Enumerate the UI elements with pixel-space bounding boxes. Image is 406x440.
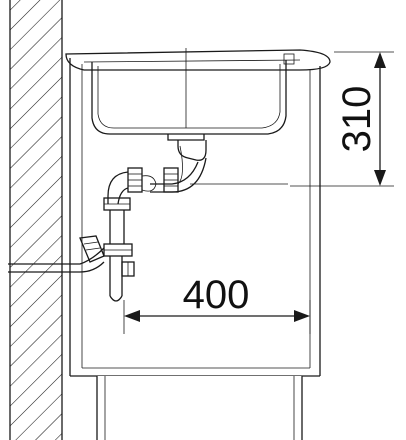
plinth [96,376,303,440]
drain-pipe [103,197,135,302]
siphon-trap [107,157,288,205]
width-label: 400 [183,273,250,317]
countertop [65,49,331,71]
depth-dimension [290,51,394,187]
cabinet [69,58,321,440]
wall [9,0,63,440]
wall-drain-pipe [8,235,105,273]
width-dimension [123,300,311,334]
depth-label: 310 [335,86,379,153]
sink-bowl [91,48,295,135]
